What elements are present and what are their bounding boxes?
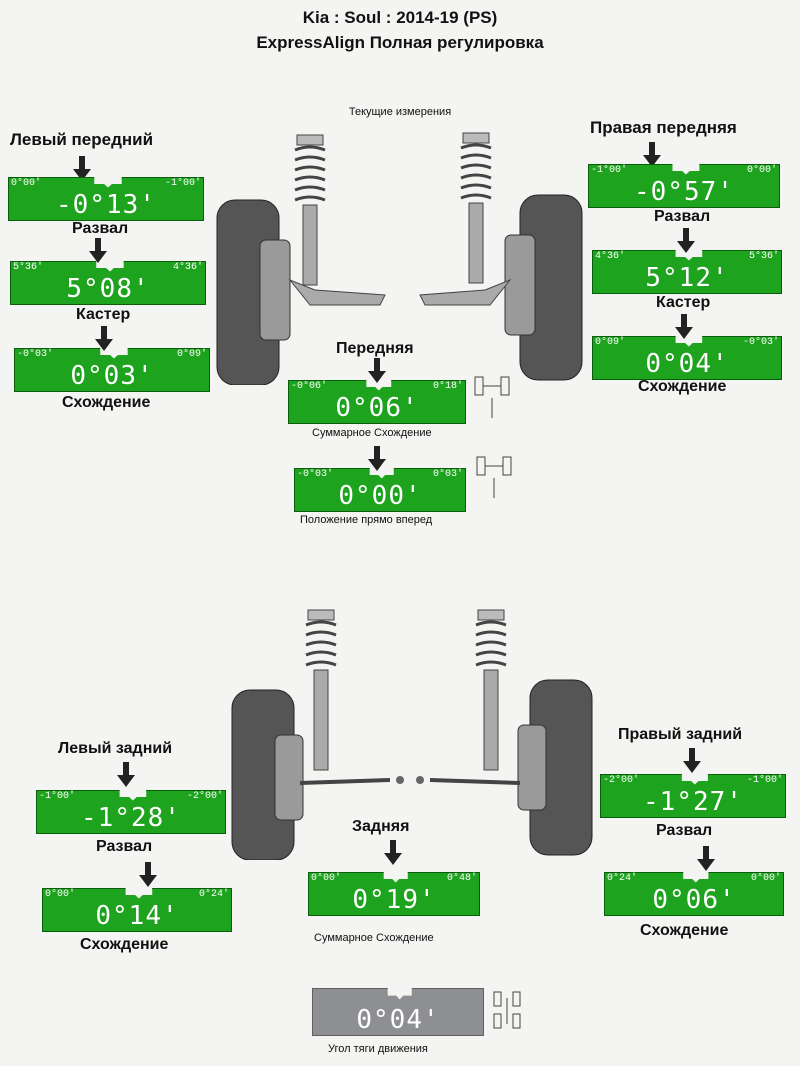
front-axle-title: Передняя <box>336 340 414 357</box>
front-suspension-illustration <box>216 132 583 385</box>
gauge-value: 5°12' <box>645 263 729 293</box>
gauge-min: -1°00' <box>39 791 76 802</box>
gauge-value: -0°13' <box>56 190 156 220</box>
gauge-max: 0°09' <box>176 349 207 360</box>
gauge-min: 0°09' <box>595 337 626 348</box>
gauge-min: 0°00' <box>311 873 342 884</box>
rear-right-camber-label: Развал <box>656 822 713 839</box>
front-right-title: Правая передняя <box>590 118 737 137</box>
front-left-caster-label: Кастер <box>76 306 131 323</box>
gauge-min: -2°00' <box>603 775 640 786</box>
rear-right-camber-gauge: -2°00' -1°00' -1°27' <box>600 774 786 818</box>
rear-total-toe-label: Суммарное Схождение <box>314 932 434 944</box>
front-right-camber-label: Развал <box>654 208 711 225</box>
gauge-min: -0°03' <box>17 349 54 360</box>
gauge-value: 0°19' <box>352 885 436 915</box>
rear-right-title: Правый задний <box>618 726 743 743</box>
gauge-max: -0°03' <box>742 337 779 348</box>
gauge-value: 0°03' <box>70 361 154 391</box>
straight-ahead-diagram-icon <box>476 456 512 498</box>
front-left-strut-icon <box>288 134 386 306</box>
front-left-title: Левый передний <box>10 130 154 149</box>
gauge-max: -1°00' <box>746 775 783 786</box>
gauge-value: -1°27' <box>643 787 743 817</box>
front-right-toe-label: Схождение <box>638 378 727 395</box>
front-left-caster-gauge: 5°36' 4°36' 5°08' <box>10 261 206 305</box>
gauge-min: -1°00' <box>591 165 628 176</box>
rear-left-toe-gauge: 0°00' 0°24' 0°14' <box>42 888 232 932</box>
rear-left-camber-gauge: -1°00' -2°00' -1°28' <box>36 790 226 834</box>
rear-right-strut-icon <box>475 609 507 771</box>
gauge-max: 0°03' <box>432 469 463 480</box>
front-left-toe-gauge: -0°03' 0°09' 0°03' <box>14 348 210 392</box>
total-toe-diagram-icon <box>474 376 510 418</box>
gauge-max: 5°36' <box>748 251 779 262</box>
gauge-max: 0°24' <box>198 889 229 900</box>
gauge-value: 5°08' <box>66 274 150 304</box>
front-right-toe-gauge: 0°09' -0°03' 0°04' <box>592 336 782 380</box>
gauge-min: 0°24' <box>607 873 638 884</box>
gauge-max: 0°00' <box>746 165 777 176</box>
gauge-value: 0°14' <box>95 901 179 931</box>
gauge-max: 0°48' <box>446 873 477 884</box>
gauge-value: 0°00' <box>338 481 422 511</box>
gauge-min: -0°03' <box>297 469 334 480</box>
thrust-angle-gauge: 0°04' <box>312 988 484 1036</box>
gauge-max: 4°36' <box>172 262 203 273</box>
gauge-value: 0°06' <box>335 393 419 423</box>
front-left-camber-gauge: 0°00' -1°00' -0°13' <box>8 177 204 221</box>
gauge-value: 0°06' <box>652 885 736 915</box>
gauge-min: -0°06' <box>291 381 328 392</box>
front-right-caster-label: Кастер <box>656 294 711 311</box>
front-total-toe-label: Суммарное Схождение <box>312 427 432 439</box>
front-left-camber-label: Развал <box>72 220 129 237</box>
rear-axle-beam-icon <box>299 778 521 785</box>
current-measurements-caption: Текущие измерения <box>348 106 452 118</box>
gauge-value: 0°04' <box>356 1005 440 1035</box>
gauge-max: -1°00' <box>164 178 201 189</box>
thrust-angle-label: Угол тяги движения <box>328 1043 428 1055</box>
vehicle-title: Kia : Soul : 2014-19 (PS) <box>302 8 498 27</box>
straight-ahead-gauge: -0°03' 0°03' 0°00' <box>294 468 466 512</box>
gauge-value: 0°04' <box>645 349 729 379</box>
gauge-min: 5°36' <box>13 262 44 273</box>
gauge-value: -1°28' <box>81 803 181 833</box>
front-right-strut-icon <box>419 132 512 306</box>
procedure-title: ExpressAlign Полная регулировка <box>256 33 544 52</box>
front-total-toe-gauge: -0°06' 0°18' 0°06' <box>288 380 466 424</box>
rear-left-toe-label: Схождение <box>80 936 169 953</box>
rear-left-title: Левый задний <box>58 740 173 757</box>
gauge-max: 0°18' <box>432 381 463 392</box>
straight-ahead-label: Положение прямо вперед <box>300 514 433 526</box>
front-left-toe-label: Схождение <box>62 394 151 411</box>
front-right-camber-gauge: -1°00' 0°00' -0°57' <box>588 164 780 208</box>
gauge-max: 0°00' <box>750 873 781 884</box>
rear-left-camber-label: Развал <box>96 838 153 855</box>
rear-left-strut-icon <box>305 609 337 771</box>
rear-right-toe-gauge: 0°24' 0°00' 0°06' <box>604 872 784 916</box>
front-right-caster-gauge: 4°36' 5°36' 5°12' <box>592 250 782 294</box>
gauge-min: 0°00' <box>11 178 42 189</box>
gauge-max: -2°00' <box>186 791 223 802</box>
rear-suspension-illustration <box>231 609 593 860</box>
gauge-min: 0°00' <box>45 889 76 900</box>
rear-right-toe-label: Схождение <box>640 922 729 939</box>
thrust-angle-diagram-icon <box>493 991 521 1029</box>
rear-axle-title: Задняя <box>352 818 410 835</box>
rear-total-toe-gauge: 0°00' 0°48' 0°19' <box>308 872 480 916</box>
gauge-value: -0°57' <box>634 177 734 207</box>
gauge-min: 4°36' <box>595 251 626 262</box>
